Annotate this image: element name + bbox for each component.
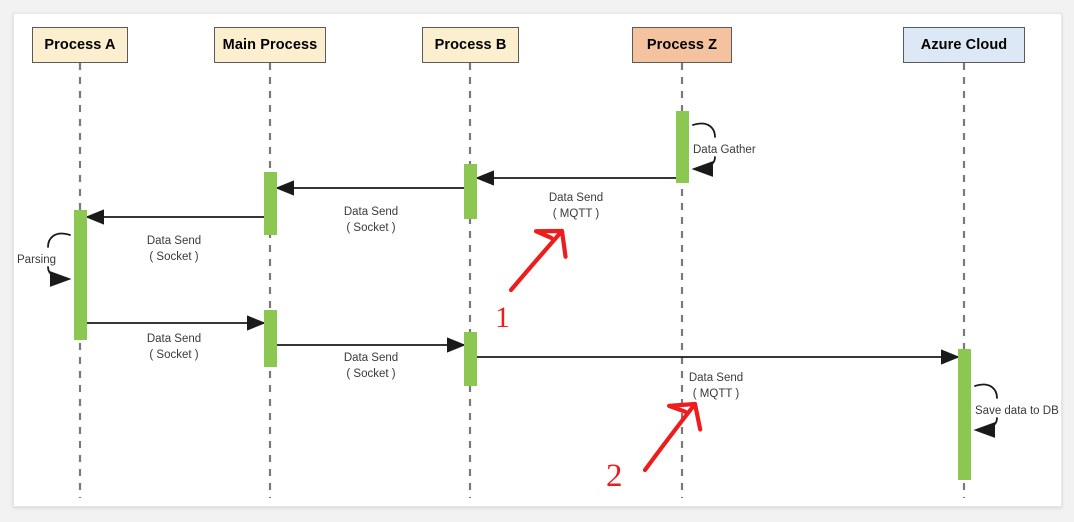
participant-label: Process A: [44, 37, 116, 53]
participant-label: Azure Cloud: [920, 37, 1008, 53]
self-message-label-self-save-data-db: Save data to DB: [975, 405, 1059, 417]
self-message-label-self-data-gather: Data Gather: [693, 144, 756, 156]
message-label-msg-b-to-cloud: Data Send ( MQTT ): [626, 370, 806, 402]
participant-label: Main Process: [222, 37, 318, 53]
participant-main-process[interactable]: Main Process: [214, 27, 326, 63]
self-message-label-self-parsing: Parsing: [17, 254, 56, 266]
message-label-line1: Data Send: [688, 372, 744, 384]
message-label-msg-main-to-a: Data Send ( Socket ): [84, 233, 264, 265]
message-label-line2: ( Socket ): [346, 222, 396, 234]
message-label-line1: Data Send: [343, 206, 399, 218]
message-label-line1: Data Send: [548, 192, 604, 204]
activation-bar-main-process[interactable]: [264, 172, 277, 235]
activation-bar-process-z[interactable]: [676, 111, 689, 183]
participant-process-z[interactable]: Process Z: [632, 27, 732, 63]
participant-label: Process Z: [646, 37, 718, 53]
message-label-msg-b-to-main: Data Send ( Socket ): [281, 204, 461, 236]
participant-azure-cloud[interactable]: Azure Cloud: [903, 27, 1025, 63]
message-label-line1: Data Send: [343, 352, 399, 364]
message-label-line2: ( MQTT ): [692, 388, 740, 400]
participant-label: Process B: [434, 37, 507, 53]
annotation-number-2: 2: [606, 458, 623, 494]
message-label-line2: ( Socket ): [149, 349, 199, 361]
annotation-number-1: 1: [495, 301, 510, 334]
message-label-line2: ( Socket ): [346, 368, 396, 380]
message-label-msg-z-to-b: Data Send ( MQTT ): [486, 190, 666, 222]
message-label-line2: ( MQTT ): [552, 208, 600, 220]
message-label-line1: Data Send: [146, 333, 202, 345]
activation-bar-main-process[interactable]: [264, 310, 277, 367]
activation-bar-process-a[interactable]: [74, 210, 87, 340]
message-label-msg-a-to-main: Data Send ( Socket ): [84, 331, 264, 363]
activation-bar-azure-cloud[interactable]: [958, 349, 971, 480]
message-label-msg-main-to-b: Data Send ( Socket ): [281, 350, 461, 382]
activation-bar-process-b[interactable]: [464, 164, 477, 219]
participant-process-a[interactable]: Process A: [32, 27, 128, 63]
activation-bar-process-b[interactable]: [464, 332, 477, 386]
message-label-line1: Data Send: [146, 235, 202, 247]
participant-process-b[interactable]: Process B: [422, 27, 519, 63]
message-label-line2: ( Socket ): [149, 251, 199, 263]
